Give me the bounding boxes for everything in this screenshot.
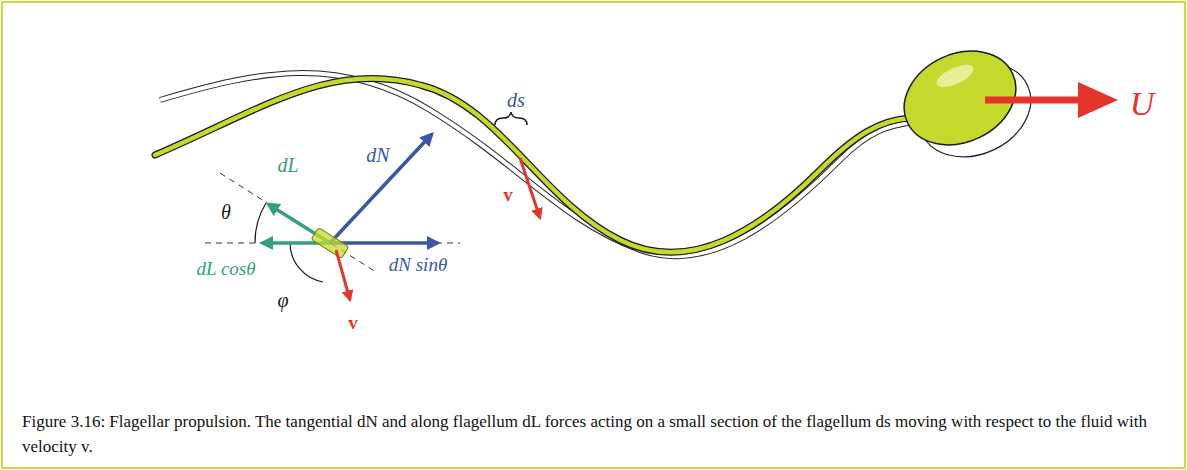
angle-label: θ [221, 202, 231, 222]
force-label: dL [277, 155, 298, 175]
segment-brace [495, 112, 527, 125]
segment-label: ds [507, 90, 525, 110]
velocity-arrow [520, 158, 540, 218]
flagellum [155, 34, 1031, 253]
angle-label: φ [277, 290, 288, 310]
velocity-label: v [503, 185, 513, 204]
swim-velocity-arrow [985, 97, 1085, 104]
figure-caption: Figure 3.16: Flagellar propulsion. The t… [22, 410, 1162, 459]
force-label: dN [366, 145, 389, 165]
velocity-label: v [348, 313, 358, 332]
ghost-flagellum [160, 46, 1046, 257]
force-component-label: dL cosθ [196, 259, 255, 278]
force-component-label: dN sinθ [389, 255, 447, 274]
swim-velocity-label: U [1130, 87, 1155, 121]
